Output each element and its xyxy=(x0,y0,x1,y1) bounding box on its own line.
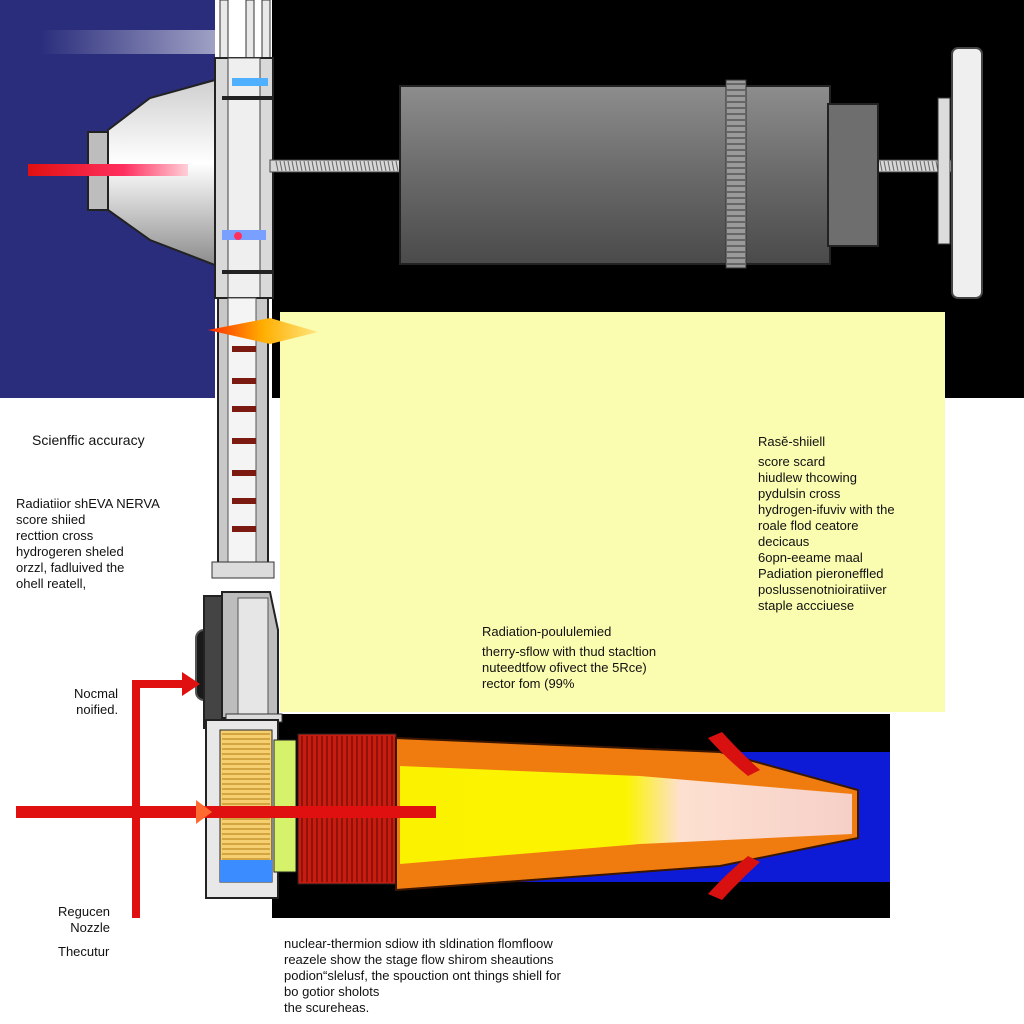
right-annotation-line: Padiation pieroneffled xyxy=(758,566,884,581)
right-annotation-line: poslussenotnioiratiiver xyxy=(758,582,887,597)
center-annotation-line: nuteedtfow ofivect the 5Rce) xyxy=(482,660,647,675)
scientific-accuracy-label: Scienffic accuracy xyxy=(32,432,145,448)
left-annotation-line: Radiatiior shEVA NERVA xyxy=(16,496,160,511)
bottom-annotation-line: reazele show the stage flow shirom sheau… xyxy=(284,952,554,967)
flare-upper xyxy=(208,318,318,344)
bottom-annotation-line: nuclear-thermion sdiow ith sldination fl… xyxy=(284,936,553,951)
right-annotation-line: 6opn-eeame maal xyxy=(758,550,863,565)
right-annotation-line: hiudlew thcowing xyxy=(758,470,858,485)
right-annotation-line: roale flod ceatore xyxy=(758,518,859,533)
thecur-label: Thecutur xyxy=(58,944,110,959)
pipe-coupling xyxy=(211,561,275,579)
right-annotation-line: staple accciuese xyxy=(758,598,855,613)
regucen-annotation-line: Regucen xyxy=(58,904,111,919)
yellow-panel xyxy=(280,312,945,712)
feed-arrow xyxy=(132,680,184,918)
left-annotation-line: orzzl, fadluived the xyxy=(16,560,125,575)
right-annotation-line: decicaus xyxy=(758,534,810,549)
right-annotation-line: score scard xyxy=(758,454,826,469)
bottom-annotation-line: bo gotior sholots xyxy=(284,984,380,999)
input-beam xyxy=(28,164,188,176)
left-annotation-line: ohell reatell, xyxy=(16,576,87,591)
center-annotation-heading: Radiation-poululemied xyxy=(482,624,612,639)
regucen-annotation-line: Nozzle xyxy=(70,920,111,935)
exhaust-core xyxy=(400,766,852,864)
right-annotation-line: pydulsin cross xyxy=(758,486,841,501)
left-annotation-line: score shiied xyxy=(16,512,86,527)
bottom-annotation-line: podion“slelusf, the spouction ont things… xyxy=(284,968,561,983)
nocmal-annotation-line: noified. xyxy=(76,702,119,717)
reactor-cylinder xyxy=(399,85,831,265)
end-flange xyxy=(951,47,983,299)
center-annotation-line: rector fom (99% xyxy=(482,676,575,691)
bottom-annotation-line: the scureheas. xyxy=(284,1000,370,1015)
horizontal-beam xyxy=(16,806,436,818)
center-annotation-line: therry-sflow with thud stacltion xyxy=(482,644,657,659)
nocmal-annotation-line: Nocmal xyxy=(74,686,119,701)
left-annotation-line: recttion cross xyxy=(16,528,94,543)
right-annotation-line: hydrogen-ifuviv with the xyxy=(758,502,895,517)
bottom-annotation-block: nuclear-thermion sdiow ith sldination fl… xyxy=(284,936,561,1016)
left-annotation-line: hydrogeren sheled xyxy=(16,544,124,559)
right-annotation-heading: Rasĕ-shiiell xyxy=(758,434,826,449)
